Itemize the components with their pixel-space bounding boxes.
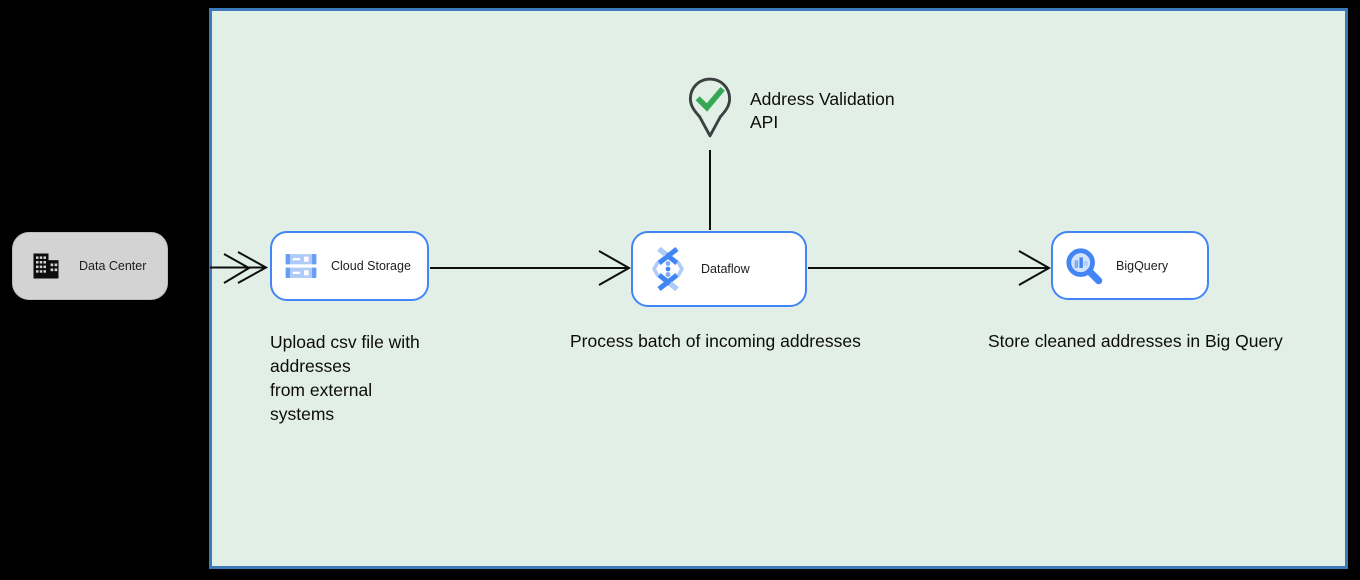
address-validation-pin-icon[interactable] [686,76,734,140]
node-cloud-storage[interactable]: Cloud Storage [270,231,429,301]
caption-process-batch: Process batch of incoming addresses [570,331,861,351]
node-label: Dataflow [701,262,750,276]
node-data-center[interactable]: Data Center [12,232,168,300]
caption-upload-csv: Upload csv file with addresses from exte… [270,332,420,424]
bigquery-icon [1066,247,1103,284]
node-dataflow[interactable]: Dataflow [631,231,807,307]
address-validation-api-label: Address Validation API [750,89,895,132]
node-bigquery[interactable]: BigQuery [1051,231,1209,300]
node-label: Data Center [79,259,147,273]
dataflow-icon [652,247,684,291]
caption-store-bigquery: Store cleaned addresses in Big Query [988,331,1283,351]
node-label: BigQuery [1116,258,1169,273]
node-label: Cloud Storage [331,259,411,273]
cloud-storage-icon [285,254,317,278]
building-icon [33,253,59,279]
